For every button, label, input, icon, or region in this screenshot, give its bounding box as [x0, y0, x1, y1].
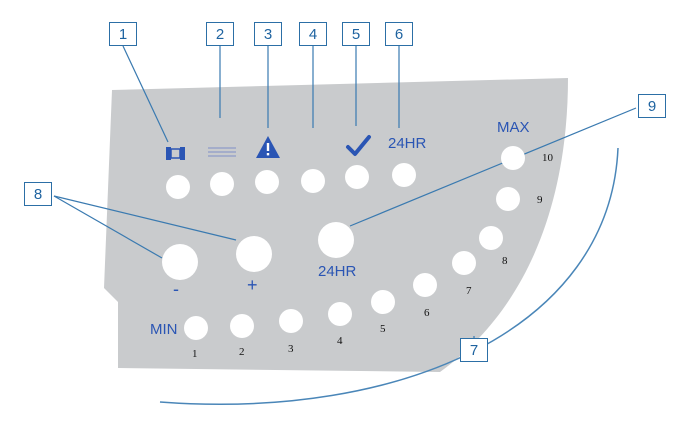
callout-7: 7 [460, 338, 488, 362]
scale-number-5: 5 [380, 323, 386, 335]
scale-led-6 [413, 273, 437, 297]
scale-number-10: 10 [542, 152, 553, 164]
scale-number-4: 4 [337, 335, 343, 347]
minus-label: - [173, 279, 179, 299]
timer-24hr-button [318, 222, 354, 258]
scale-led-8 [479, 226, 503, 250]
min-label: MIN [150, 321, 178, 338]
scale-led-10 [501, 146, 525, 170]
minus-button [162, 244, 198, 280]
timer-24hr-label-center: 24HR [318, 263, 357, 280]
scale-number-9: 9 [537, 194, 543, 206]
checkmark-icon [346, 135, 371, 156]
scale-number-3: 3 [288, 343, 294, 355]
scale-led-7 [452, 251, 476, 275]
fan-lines-icon [208, 147, 236, 157]
callout-9: 9 [638, 94, 666, 118]
callout-6: 6 [385, 22, 413, 46]
callout-8: 8 [24, 182, 52, 206]
indicator-led-fan [210, 172, 234, 196]
indicator-led-24hr [392, 163, 416, 187]
callout-5: 5 [342, 22, 370, 46]
callout-2: 2 [206, 22, 234, 46]
max-label: MAX [497, 119, 530, 136]
scale-led-4 [328, 302, 352, 326]
scale-number-8: 8 [502, 255, 508, 267]
indicator-led-filter [166, 175, 190, 199]
indicator-led-check [345, 165, 369, 189]
indicator-led-sleep [301, 169, 325, 193]
warning-icon [256, 136, 280, 158]
scale-led-5 [371, 290, 395, 314]
plus-button [236, 236, 272, 272]
scale-number-7: 7 [466, 285, 472, 297]
indicator-led-warning [255, 170, 279, 194]
leader-line-8a [53, 195, 163, 259]
scale-led-2 [230, 314, 254, 338]
plus-label: + [247, 275, 258, 295]
leader-line-1 [122, 45, 169, 143]
callout-1: 1 [109, 22, 137, 46]
scale-led-1 [184, 316, 208, 340]
scale-number-2: 2 [239, 346, 245, 358]
callout-3: 3 [254, 22, 282, 46]
scale-number-1: 1 [192, 348, 198, 360]
scale-led-3 [279, 309, 303, 333]
timer-24hr-label-top: 24HR [388, 135, 427, 152]
filter-icon [166, 147, 185, 160]
callout-4: 4 [299, 22, 327, 46]
scale-led-9 [496, 187, 520, 211]
leader-line-9 [349, 107, 637, 227]
leader-line-8b [53, 195, 237, 241]
scale-number-6: 6 [424, 307, 430, 319]
